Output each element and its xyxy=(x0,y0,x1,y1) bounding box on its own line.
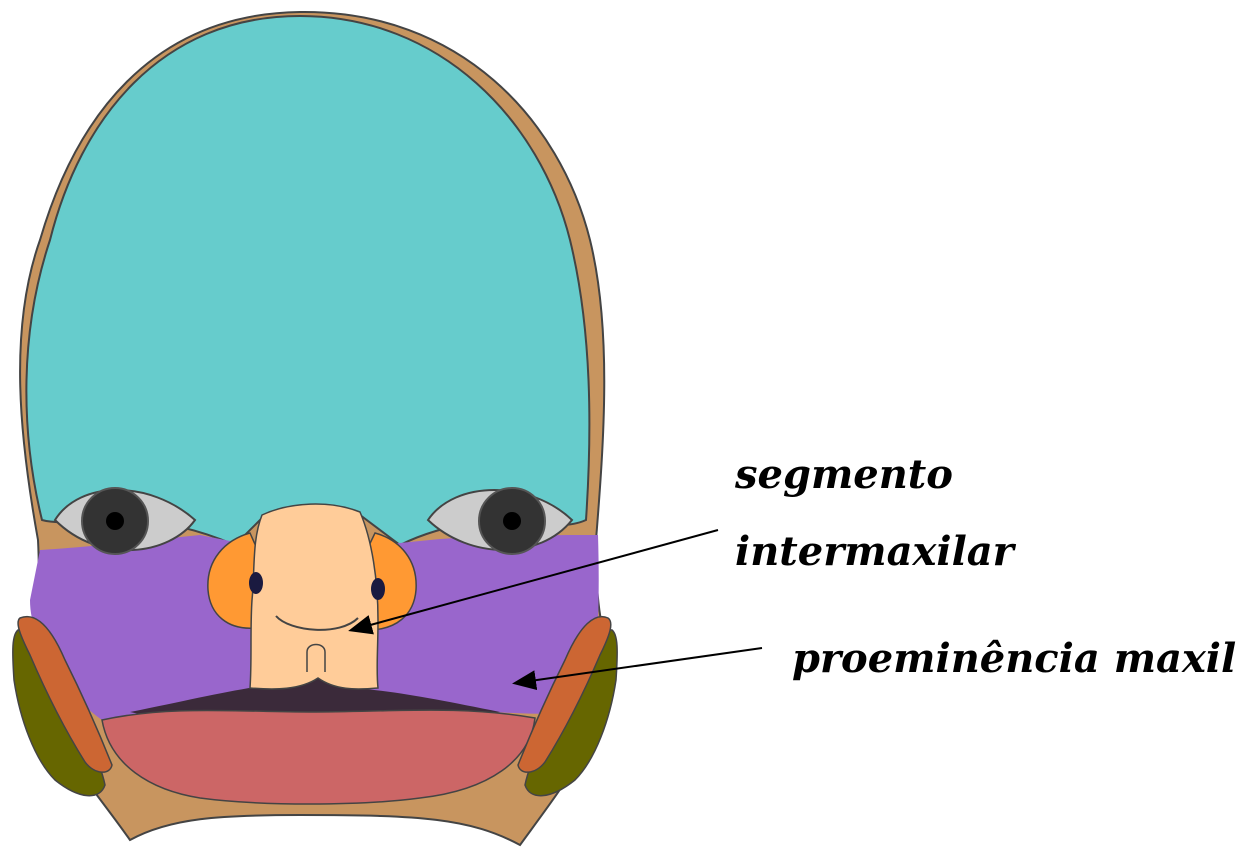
intermaxillary-segment xyxy=(250,504,378,689)
right-nasal-pit xyxy=(371,578,385,600)
left-nasal-pit xyxy=(249,572,263,594)
label-segmento: segmento xyxy=(734,451,953,498)
label-proeminencia-maxilar: proeminência maxilar xyxy=(792,635,1236,682)
label-intermaxilar: intermaxilar xyxy=(735,528,1017,575)
